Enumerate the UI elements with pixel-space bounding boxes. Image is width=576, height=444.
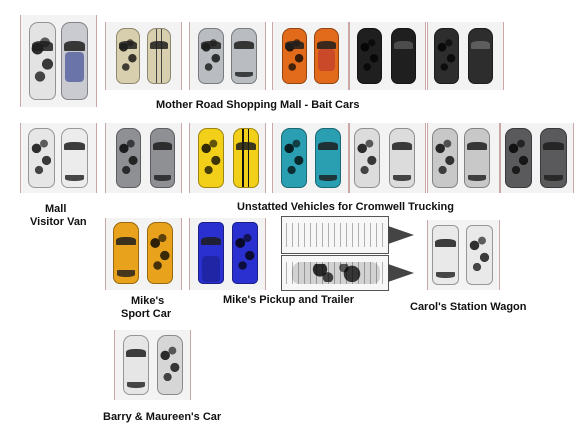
bait-car-cream [147,28,171,84]
mall-van-clean-token [61,128,88,188]
mikes-sport-car-gold-wrecked [147,222,173,284]
trailer-top [281,216,414,254]
unstatted-white [389,128,415,188]
mikes-pickup-blue-wrecked [232,222,258,284]
unstatted-white-wrecked [354,128,380,188]
carols-wagon-label: Carol's Station Wagon [410,301,527,313]
mikes-sport-car-gold [113,222,139,284]
mikes-sport-car-label-2: Sport Car [121,308,172,320]
mikes-pickup-blue [198,222,224,284]
mall-visitor-van-label-1: Mall [45,203,67,215]
mikes-pickup-label: Mike's Pickup and Trailer [223,294,355,306]
mikes-sport-car-label-1: Mike's [131,295,165,307]
bait-cars-label: Mother Road Shopping Mall - Bait Cars [156,99,360,111]
mall-van-wrecked-token [29,22,56,100]
bait-car-silver-wrecked [198,28,224,84]
barry-maureen-car [123,335,149,395]
unstatted-silver [464,128,490,188]
bait-car-black-wrecked [357,28,382,84]
bait-car-orange [314,28,339,84]
bait-car-silver [231,28,257,84]
mall-van-wrecked-token-2 [28,128,55,188]
bait-car-darkgrey [468,28,493,84]
trailer-bottom-wrecked [281,255,414,291]
unstatted-darkgrey [540,128,567,188]
barry-maureen-label: Barry & Maureen's Car [103,411,222,423]
bait-car-black [391,28,416,84]
unstatted-grey-wrecked [116,128,141,188]
bait-car-orange-wrecked [282,28,307,84]
unstatted-yellow [233,128,259,188]
carols-wagon [432,225,459,285]
unstatted-teal-wrecked [281,128,307,188]
bait-car-cream-wrecked [116,28,140,84]
unstatted-silver-wrecked [432,128,458,188]
unstatted-yellow-wrecked [198,128,224,188]
unstatted-darkgrey-wrecked [505,128,532,188]
mall-visitor-van-label-2: Visitor Van [30,216,87,228]
carols-wagon-wrecked [466,225,493,285]
unstatted-teal [315,128,341,188]
barry-maureen-car-wrecked [157,335,183,395]
unstatted-vehicles-label: Unstatted Vehicles for Cromwell Trucking [237,201,454,213]
unstatted-grey [150,128,175,188]
mall-van-interior-token [61,22,88,100]
bait-car-darkgrey-wrecked [434,28,459,84]
